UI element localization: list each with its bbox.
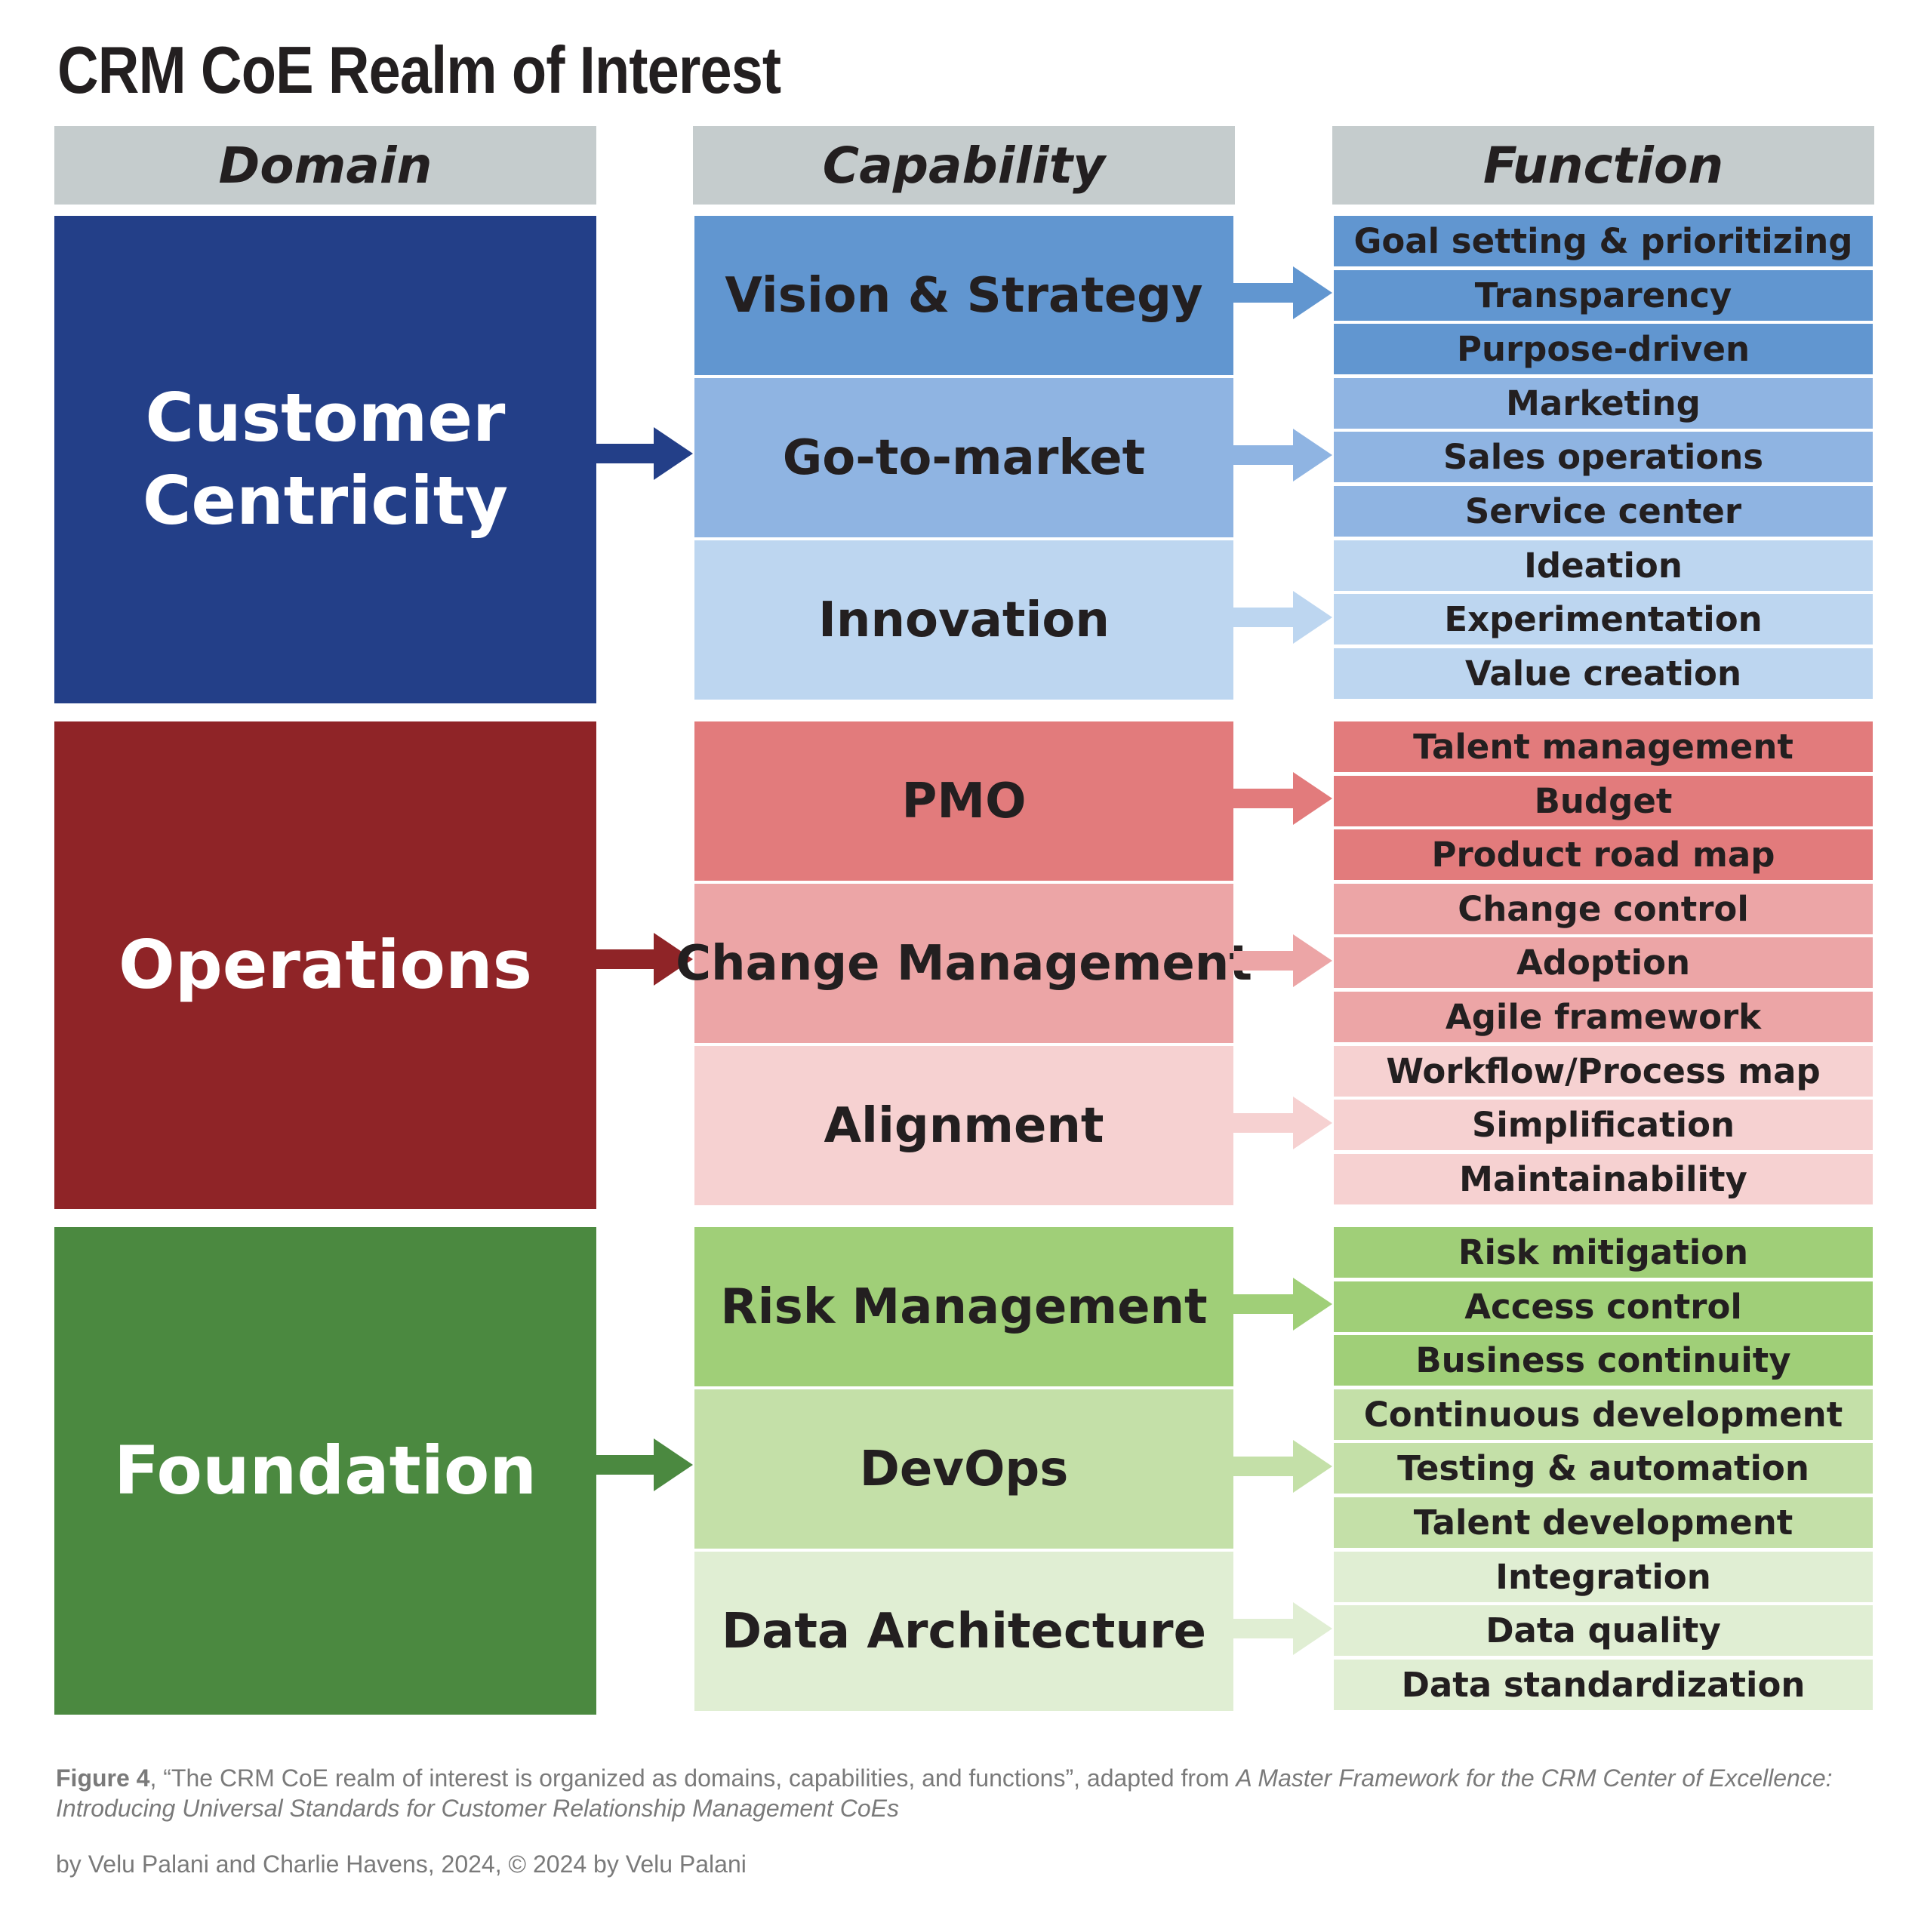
function-marketing: Marketing: [1334, 377, 1873, 429]
capability-risk-management: Risk Management: [694, 1227, 1233, 1386]
function-transparency: Transparency: [1334, 269, 1873, 321]
function-risk-mitigation: Risk mitigation: [1334, 1227, 1873, 1278]
function-maintainability: Maintainability: [1334, 1153, 1873, 1204]
function-service-center: Service center: [1334, 486, 1873, 537]
capability-alignment: Alignment: [694, 1046, 1233, 1205]
function-change-control: Change control: [1334, 883, 1873, 934]
header-capability: Capability: [693, 126, 1235, 205]
arrow-capability-data-architecture-icon: [1233, 1601, 1332, 1655]
function-simplification: Simplification: [1334, 1100, 1873, 1151]
function-budget: Budget: [1334, 775, 1873, 826]
capability-innovation: Innovation: [694, 540, 1233, 700]
domain-operations: Operations: [54, 721, 596, 1209]
domain-foundation: Foundation: [54, 1227, 596, 1715]
arrow-capability-pmo-icon: [1233, 771, 1332, 825]
capability-vision-and-strategy: Vision & Strategy: [694, 216, 1233, 375]
function-talent-management: Talent management: [1334, 721, 1873, 772]
arrow-capability-innovation-icon: [1233, 590, 1332, 644]
function-business-continuity: Business continuity: [1334, 1335, 1873, 1386]
figure-label: Figure 4: [56, 1764, 150, 1792]
arrow-capability-alignment-icon: [1233, 1096, 1332, 1149]
capability-data-architecture: Data Architecture: [694, 1552, 1233, 1711]
arrow-domain-foundation-icon: [596, 1438, 693, 1491]
figure-caption: Figure 4, “The CRM CoE realm of interest…: [56, 1763, 1867, 1823]
caption-byline: by Velu Palani and Charlie Havens, 2024,…: [56, 1850, 747, 1878]
arrow-capability-devops-icon: [1233, 1439, 1332, 1493]
function-agile-framework: Agile framework: [1334, 992, 1873, 1042]
capability-devops: DevOps: [694, 1389, 1233, 1549]
function-testing-and-automation: Testing & automation: [1334, 1443, 1873, 1494]
function-sales-operations: Sales operations: [1334, 432, 1873, 483]
capability-pmo: PMO: [694, 721, 1233, 881]
arrow-capability-change-management-icon: [1233, 934, 1332, 987]
arrow-domain-customer-centricity-icon: [596, 427, 693, 480]
function-data-standardization: Data standardization: [1334, 1659, 1873, 1710]
function-workflow-process-map: Workflow/Process map: [1334, 1045, 1873, 1097]
function-integration: Integration: [1334, 1551, 1873, 1602]
function-goal-setting-and-prioritizing: Goal setting & prioritizing: [1334, 216, 1873, 266]
capability-change-management: Change Management: [676, 884, 1252, 1043]
function-purpose-driven: Purpose-driven: [1334, 324, 1873, 375]
arrow-capability-risk-management-icon: [1233, 1277, 1332, 1331]
function-adoption: Adoption: [1334, 937, 1873, 989]
page-title: CRM CoE Realm of Interest: [57, 32, 781, 107]
function-data-quality: Data quality: [1334, 1605, 1873, 1657]
function-experimentation: Experimentation: [1334, 594, 1873, 645]
header-function: Function: [1332, 126, 1874, 205]
function-continuous-development: Continuous development: [1334, 1389, 1873, 1440]
arrow-domain-operations-icon: [596, 933, 693, 986]
function-access-control: Access control: [1334, 1281, 1873, 1332]
function-talent-development: Talent development: [1334, 1497, 1873, 1548]
header-domain: Domain: [54, 126, 596, 205]
arrow-capability-go-to-market-icon: [1233, 428, 1332, 481]
function-product-road-map: Product road map: [1334, 829, 1873, 881]
capability-go-to-market: Go-to-market: [694, 378, 1233, 537]
caption-quote: , “The CRM CoE realm of interest is orga…: [149, 1764, 1236, 1792]
arrow-capability-vision-and-strategy-icon: [1233, 266, 1332, 319]
function-value-creation: Value creation: [1334, 648, 1873, 699]
caption-source-title: A Master Framework for the CRM Center of…: [56, 1764, 1833, 1822]
function-ideation: Ideation: [1334, 540, 1873, 591]
domain-customer-centricity: Customer Centricity: [54, 216, 596, 703]
